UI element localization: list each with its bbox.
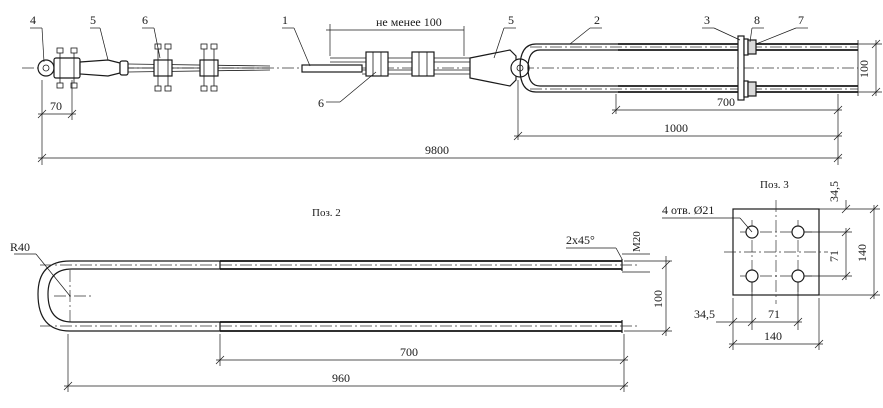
plate-detail: Поз. 3 4 отв. Ø21 140 71 34,5: [662, 179, 880, 350]
tension-clamp-left: [79, 59, 271, 77]
callout-1: 1: [282, 13, 288, 27]
dim-100-mid: 100: [651, 290, 665, 308]
bolted-clamps-right: [330, 51, 470, 77]
dim-34-5-top: 34,5: [827, 181, 841, 202]
callout-3: 3: [704, 13, 710, 27]
dim-140-right: 140: [855, 244, 869, 262]
dim-71-bottom: 71: [768, 307, 780, 321]
callout-6-top: 6: [142, 13, 148, 27]
radius-label: R40: [10, 240, 30, 254]
dim-700-bottom: 700: [400, 345, 418, 359]
dim-9800: 9800: [425, 143, 449, 157]
callout-7: 7: [798, 13, 804, 27]
plate-washers-nuts: [737, 35, 757, 101]
callout-5-right: 5: [508, 13, 514, 27]
assembly-view: 4 5 6 1 5 2 3 8 7 6 не менее 100: [22, 13, 882, 165]
pos2-label: Поз. 2: [312, 207, 341, 219]
shackle-eye: [37, 47, 81, 89]
dim-1000: 1000: [664, 121, 688, 135]
chamfer-label: 2х45°: [566, 233, 595, 247]
u-bolt-detail: Поз. 2 R40 2х45° М20 100: [10, 207, 672, 392]
note-min-length: не менее 100: [376, 15, 442, 29]
callout-5-left: 5: [90, 13, 96, 27]
dim-960: 960: [332, 371, 350, 385]
dim-70-top: 70: [50, 99, 62, 113]
bolted-clamps-left: [153, 43, 219, 92]
conductor: [301, 64, 363, 73]
dim-140-bottom: 140: [764, 329, 782, 343]
dim-100-top: 100: [857, 60, 871, 78]
dim-71-right: 71: [827, 250, 841, 262]
callout-4: 4: [30, 13, 36, 27]
pos3-label: Поз. 3: [760, 179, 789, 191]
dim-700-top: 700: [717, 95, 735, 109]
callout-leaders: [30, 24, 808, 103]
callout-8: 8: [754, 13, 760, 27]
thread-label: М20: [631, 231, 643, 252]
callout-2: 2: [594, 13, 600, 27]
dimension-lines-top: [37, 39, 882, 165]
holes-label: 4 отв. Ø21: [662, 203, 714, 217]
dim-34-5-bottom: 34,5: [694, 307, 715, 321]
callout-6-bottom: 6: [318, 96, 324, 110]
